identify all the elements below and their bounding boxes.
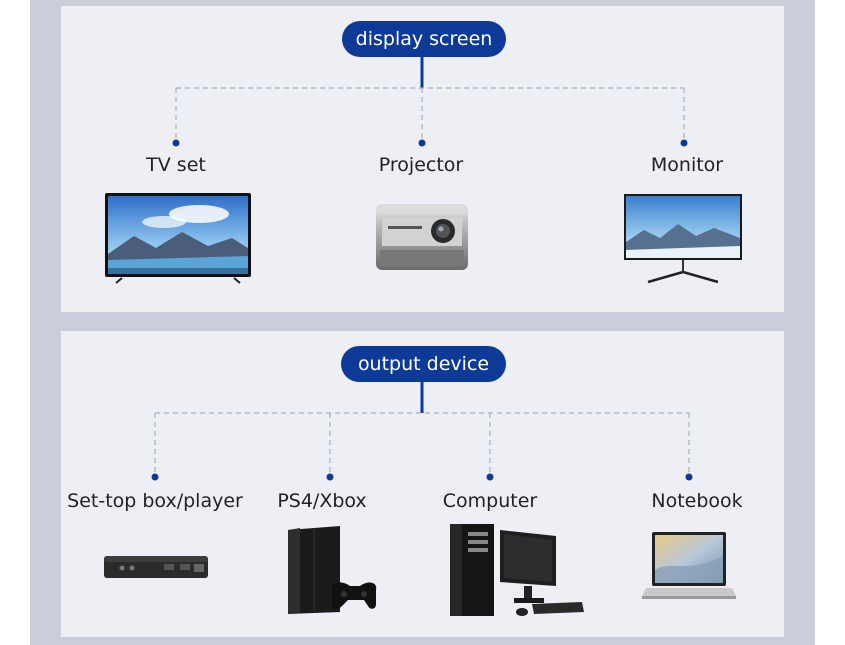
desktop-computer-icon xyxy=(450,524,584,616)
tv-set-label: TV set xyxy=(146,154,206,176)
game-console-icon xyxy=(288,526,377,614)
set-top-box-icon xyxy=(104,556,208,578)
output-device-title: output device xyxy=(341,346,506,382)
tv-icon xyxy=(105,193,251,284)
monitor-label: Monitor xyxy=(650,154,724,176)
laptop-icon xyxy=(642,532,736,599)
node-dot xyxy=(680,139,688,147)
display-screen-title: display screen xyxy=(342,21,506,57)
projector-label: Projector xyxy=(378,154,464,176)
notebook-label: Notebook xyxy=(651,490,743,512)
computer-label: Computer xyxy=(442,490,538,512)
ps4-xbox-label: PS4/Xbox xyxy=(277,490,367,512)
monitor-icon xyxy=(624,194,742,284)
projector-icon xyxy=(376,204,468,270)
node-dot xyxy=(172,139,180,147)
node-dot xyxy=(418,139,426,147)
set-top-box-label: Set-top box/player xyxy=(67,490,243,512)
